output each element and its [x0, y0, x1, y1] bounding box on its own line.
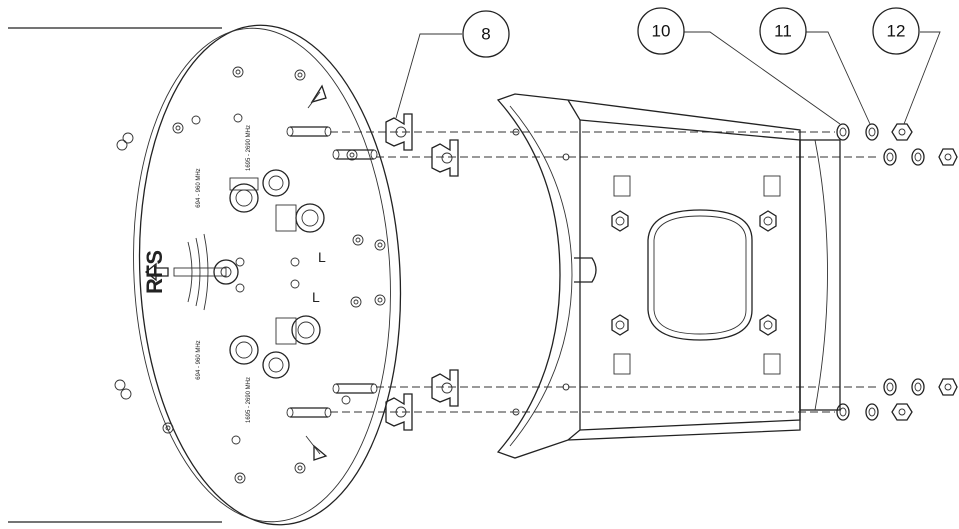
plate-port-label-lower: L	[312, 289, 320, 305]
callout-11-label: 11	[774, 21, 792, 40]
callout-11: 11	[759, 7, 807, 55]
callout-12-label: 12	[887, 21, 906, 40]
plate-port-label-upper: L	[318, 249, 326, 265]
callout-leaders	[395, 31, 941, 125]
connector-ports-upper	[229, 169, 325, 233]
connector-ports-lower	[229, 315, 321, 379]
plate-band-text-lower-2: 1695 - 2690 MHz	[246, 377, 252, 423]
antenna-end-plate: RFS L L 1695 - 2690 MHz 694 - 960 MHz 69…	[114, 24, 402, 526]
callout-8: 8	[462, 10, 510, 58]
callout-10-label: 10	[652, 21, 671, 40]
washers-and-nuts	[836, 123, 958, 421]
mounting-studs	[286, 126, 378, 418]
callout-10: 10	[637, 7, 685, 55]
plate-brand-text: RFS	[142, 250, 167, 294]
callout-8-label: 8	[481, 24, 490, 43]
callout-12: 12	[872, 7, 920, 55]
plate-band-text-upper-2: 694 - 960 MHz	[196, 168, 202, 207]
plate-direction-arrows	[305, 84, 328, 461]
plate-band-text-lower: 694 - 960 MHz	[196, 340, 202, 379]
clamp-pieces	[385, 113, 459, 431]
assembly-axes	[330, 131, 880, 413]
plate-band-text-upper: 1695 - 2690 MHz	[246, 125, 252, 171]
center-hub	[144, 233, 239, 311]
antenna-body-outline	[8, 27, 222, 523]
plate-holes	[162, 66, 386, 484]
mounting-bracket	[496, 93, 841, 459]
